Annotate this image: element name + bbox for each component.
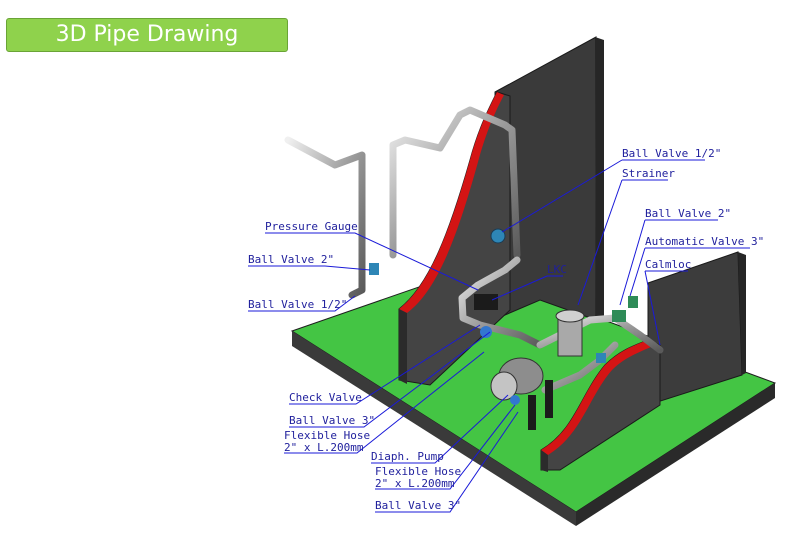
label-ball-valve-3-upper: Ball Valve 3" <box>289 414 375 427</box>
label-ball-valve-half-right: Ball Valve 1/2" <box>622 147 721 160</box>
label-calmloc: Calmloc <box>645 258 691 271</box>
label-ball-valve-2-right: Ball Valve 2" <box>645 207 731 220</box>
leader-lines <box>248 159 750 513</box>
page-title: 3D Pipe Drawing <box>6 18 288 52</box>
equipment <box>369 228 638 430</box>
label-flexible-hose-upper-1: Flexible Hose <box>284 429 370 442</box>
pipework <box>284 106 664 394</box>
label-ball-valve-half-left: Ball Valve 1/2" <box>248 298 347 311</box>
right-wall <box>540 251 746 472</box>
label-pressure-gauge: Pressure Gauge <box>265 220 358 233</box>
label-flexible-hose-upper-2: 2" x L.200mm <box>284 441 364 454</box>
label-check-valve: Check Valve <box>289 391 362 404</box>
label-strainer: Strainer <box>622 167 675 180</box>
label-flexible-hose-lower-1: Flexible Hose <box>375 465 461 478</box>
label-automatic-valve: Automatic Valve 3" <box>645 235 764 248</box>
label-ball-valve-3-lower: Ball Valve 3" <box>375 499 461 512</box>
label-lkc: LKC <box>547 263 567 276</box>
label-diaph-pump: Diaph. Pump <box>371 450 444 463</box>
label-flexible-hose-lower-2: 2" x L.200mm <box>375 477 455 490</box>
label-ball-valve-2-left: Ball Valve 2" <box>248 253 334 266</box>
